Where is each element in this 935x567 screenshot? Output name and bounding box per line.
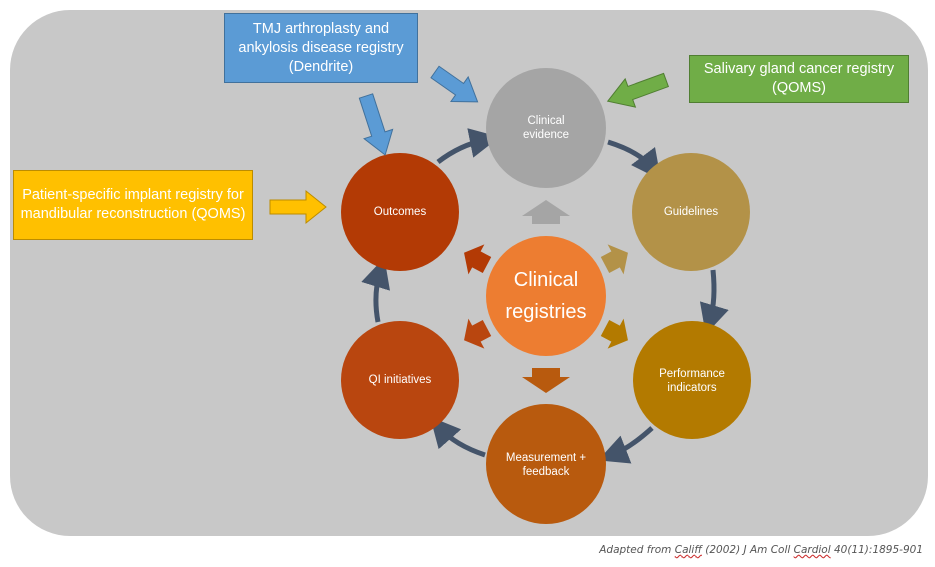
- radial-arrows: [464, 200, 628, 393]
- circle-clinical-registries: [486, 236, 606, 356]
- performance-indicators-label: Performance indicators: [659, 368, 725, 394]
- tmj-registry-label: TMJ arthroplasty and ankylosis disease r…: [238, 20, 404, 75]
- salivary-registry-box: Salivary gland cancer registry (QOMS): [689, 55, 909, 103]
- circle-measurement-feedback: [486, 404, 606, 524]
- blue-arrow-right: [430, 65, 479, 103]
- blue-arrow-down: [358, 93, 394, 156]
- radial-arrow-up: [522, 200, 570, 224]
- circle-clinical-evidence: [486, 68, 606, 188]
- cycle-arrows: [361, 128, 729, 464]
- radial-arrow-lower-left: [464, 318, 492, 349]
- qi-initiatives-label: QI initiatives: [368, 374, 432, 386]
- clinical-evidence-label: Clinical evidence: [522, 115, 570, 141]
- registry-arrows: [269, 65, 670, 225]
- clinical-registries-label: Clinical registries: [505, 269, 587, 323]
- measurement-feedback-label: Measurement + feedback: [505, 452, 587, 478]
- arrow-evidence-to-guidelines: [607, 139, 662, 180]
- circle-outcomes: [341, 153, 459, 271]
- arrow-performance-to-measurement: [598, 426, 654, 464]
- circle-guidelines: [632, 153, 750, 271]
- arrow-measurement-to-qi: [430, 416, 486, 458]
- circle-performance-indicators: [633, 321, 751, 439]
- circle-qi-initiatives: [341, 321, 459, 439]
- citation-author: Califf: [674, 544, 702, 556]
- guidelines-label: Guidelines: [663, 206, 719, 218]
- arrow-guidelines-to-performance: [699, 269, 729, 335]
- arrow-qi-to-outcomes: [361, 257, 390, 323]
- yellow-arrow-right: [269, 189, 327, 225]
- tmj-registry-box: TMJ arthroplasty and ankylosis disease r…: [224, 13, 418, 83]
- outcomes-label: Outcomes: [373, 206, 427, 218]
- radial-arrow-upper-right: [600, 244, 628, 275]
- radial-arrow-lower-right: [600, 318, 628, 349]
- citation-suffix: 40(11):1895-901: [830, 544, 923, 556]
- green-arrow-left: [606, 72, 670, 108]
- citation-journal-word: Cardiol: [793, 544, 831, 556]
- citation-middle: (2002) J Am Coll: [701, 544, 794, 556]
- salivary-registry-label: Salivary gland cancer registry (QOMS): [703, 61, 895, 96]
- implant-registry-label: Patient-specific implant registry for ma…: [20, 187, 246, 222]
- arrow-outcomes-to-evidence: [436, 128, 500, 164]
- implant-registry-box: Patient-specific implant registry for ma…: [13, 170, 253, 240]
- citation: Adapted from Califf (2002) J Am Coll Car…: [599, 544, 923, 556]
- radial-arrow-down: [522, 368, 570, 393]
- radial-arrow-upper-left: [464, 244, 492, 275]
- citation-prefix: Adapted from: [599, 544, 675, 556]
